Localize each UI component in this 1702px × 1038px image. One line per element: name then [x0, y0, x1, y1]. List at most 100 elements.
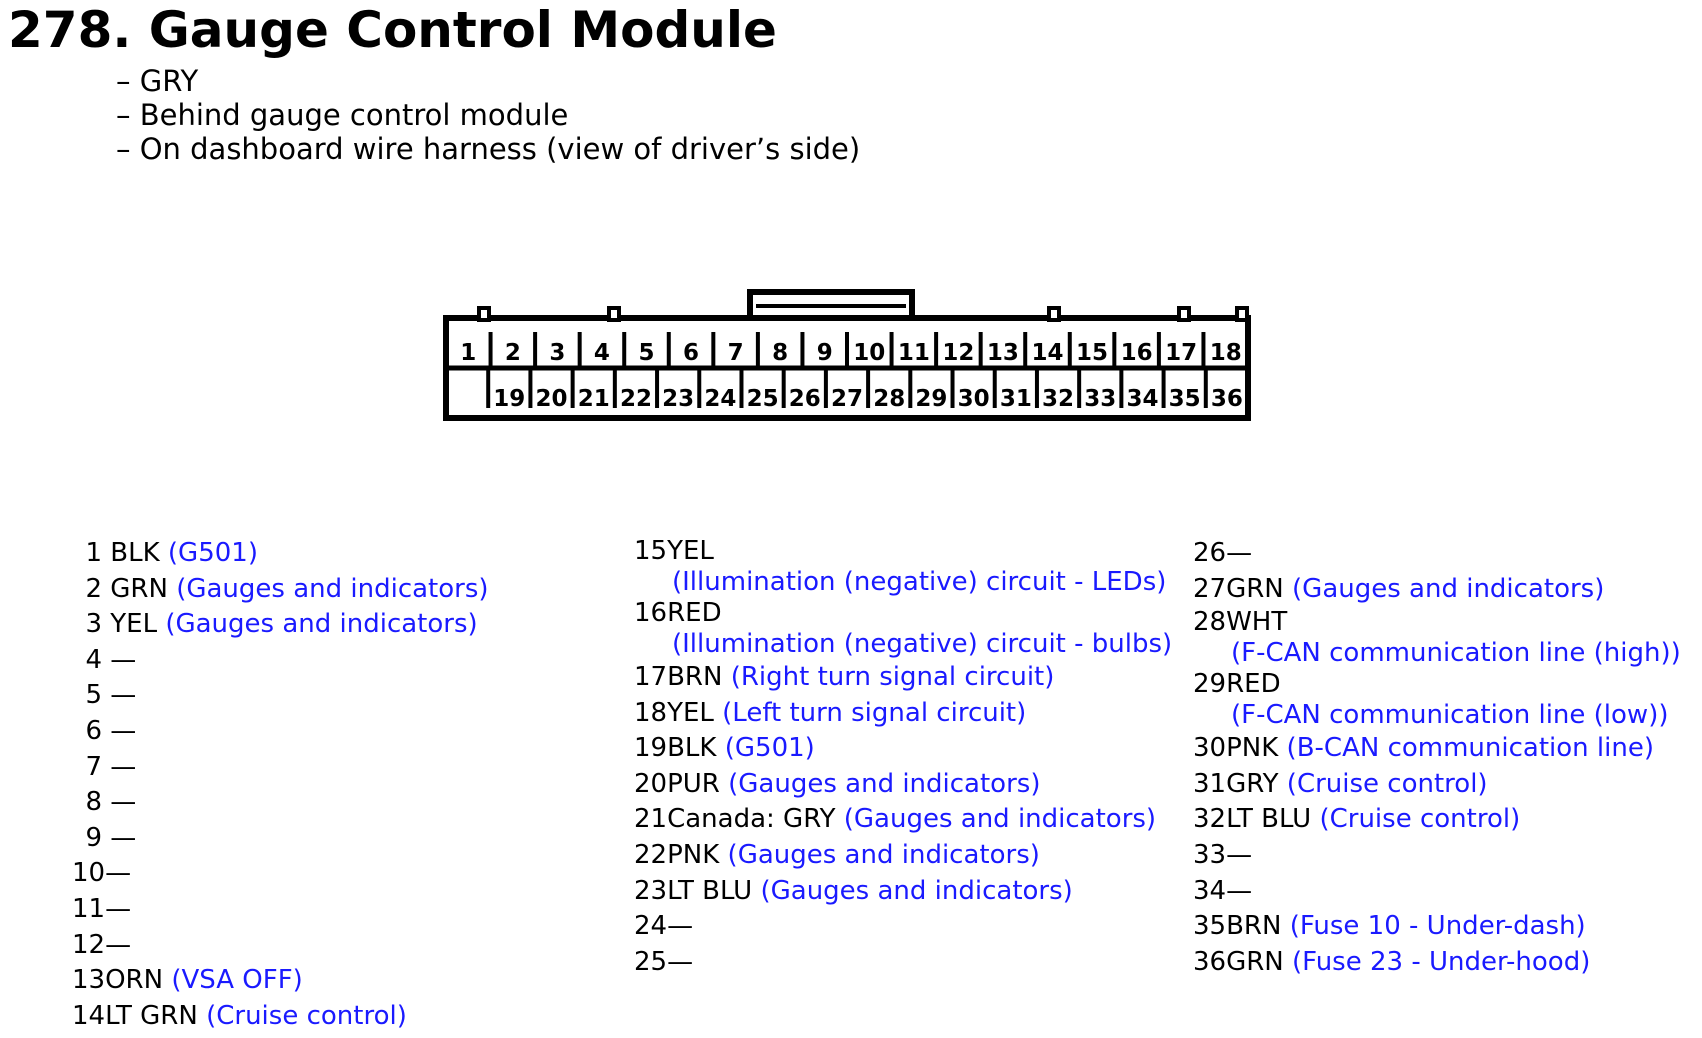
pin-number: 2 — [85, 573, 102, 604]
pin-list-column-3: 26—27GRN (Gauges and indicators)28WHT(F-… — [1193, 536, 1681, 980]
pin-label-25: 25 — [747, 386, 779, 412]
note-location: – Behind gauge control module — [116, 98, 569, 132]
pin-wire-color: GRN — [102, 573, 177, 604]
pin-number: 10 — [72, 858, 106, 889]
pin-number: 18 — [634, 697, 668, 728]
pin-row-20: 20PUR (Gauges and indicators) — [634, 767, 1172, 803]
pin-wire-color: LT BLU — [667, 875, 761, 906]
pin-description: (G501) — [724, 733, 815, 764]
pin-description: (G501) — [167, 538, 258, 568]
pin-description: (Gauges and indicators) — [728, 768, 1041, 799]
pin-number: 12 — [72, 929, 106, 960]
pin-number: 31 — [1193, 768, 1227, 799]
pin-row-34: 34— — [1193, 874, 1681, 910]
pin-row-26: 26— — [1193, 536, 1681, 572]
pin-row-16-desc: (Illumination (negative) circuit - bulbs… — [634, 629, 1172, 660]
pin-number: 4 — [85, 644, 102, 675]
pin-wire-color: — — [102, 680, 137, 711]
pin-description: (Gauges and indicators) — [176, 573, 489, 604]
pin-wire-color: WHT — [1226, 607, 1288, 638]
pin-description: (B-CAN communication line) — [1286, 733, 1654, 764]
pin-label-8: 8 — [772, 340, 788, 366]
pin-label-30: 30 — [958, 386, 990, 412]
pin-row-35: 35BRN (Fuse 10 - Under-dash) — [1193, 909, 1681, 945]
pin-label-29: 29 — [915, 386, 947, 412]
pin-label-9: 9 — [817, 340, 833, 366]
pin-row-10: 10— — [72, 856, 489, 892]
pin-label-7: 7 — [728, 340, 744, 366]
pin-label-32: 32 — [1042, 386, 1074, 412]
pin-wire-color: — — [102, 644, 137, 675]
pin-wire-color: LT BLU — [1226, 804, 1320, 835]
pin-number: 36 — [1193, 946, 1227, 977]
pin-description: (Cruise control) — [1286, 768, 1488, 799]
pin-number: 17 — [634, 662, 668, 692]
pin-label-19: 19 — [493, 386, 525, 412]
pin-number: 33 — [1193, 839, 1227, 870]
pin-label-22: 22 — [620, 386, 652, 412]
pin-wire-color: BLK — [667, 733, 725, 764]
pin-description: (Gauges and indicators) — [760, 875, 1073, 906]
pin-wire-color: — — [105, 858, 132, 889]
pin-row-17: 17BRN (Right turn signal circuit) — [634, 660, 1172, 696]
pin-wire-color: YEL — [667, 697, 723, 728]
pin-number: 35 — [1193, 911, 1227, 942]
pin-number: 24 — [634, 911, 668, 942]
pin-wire-color: — — [105, 893, 132, 924]
pin-row-6: 6 — — [72, 714, 489, 750]
pin-number: 16 — [634, 598, 668, 628]
pin-row-1: 1 BLK (G501) — [72, 536, 489, 572]
pin-label-18: 18 — [1210, 340, 1242, 366]
pin-number: 1 — [85, 538, 102, 568]
pin-row-30: 30PNK (B-CAN communication line) — [1193, 731, 1681, 767]
pin-label-15: 15 — [1076, 340, 1108, 366]
pin-wire-color: — — [102, 715, 137, 746]
pin-description: (Illumination (negative) circuit - bulbs… — [672, 629, 1173, 659]
pin-description: (Gauges and indicators) — [1292, 573, 1605, 604]
pin-row-25: 25— — [634, 945, 1172, 981]
pin-row-15-desc: (Illumination (negative) circuit - LEDs) — [634, 567, 1172, 598]
pin-number: 32 — [1193, 804, 1227, 835]
pin-label-28: 28 — [873, 386, 905, 412]
pin-row-32: 32LT BLU (Cruise control) — [1193, 802, 1681, 838]
pin-label-14: 14 — [1031, 340, 1063, 366]
pin-number: 13 — [72, 965, 106, 996]
pin-wire-color: — — [102, 787, 137, 818]
pin-row-22: 22PNK (Gauges and indicators) — [634, 838, 1172, 874]
pin-number: 23 — [634, 875, 668, 906]
pin-description: (Gauges and indicators) — [165, 609, 478, 640]
pin-wire-color: Canada: GRY — [667, 804, 844, 835]
pin-wire-color: — — [1226, 839, 1253, 870]
connector-key-3 — [1047, 306, 1061, 322]
pin-label-3: 3 — [549, 340, 565, 366]
pin-wire-color: GRN — [1226, 573, 1293, 604]
pin-number: 26 — [1193, 538, 1227, 568]
pin-description: (Left turn signal circuit) — [722, 697, 1027, 728]
pin-wire-color: — — [102, 822, 137, 853]
pin-label-11: 11 — [898, 340, 930, 366]
pin-wire-color: — — [667, 911, 694, 942]
pin-row-13: 13ORN (VSA OFF) — [72, 963, 489, 999]
pin-row-28-desc: (F-CAN communication line (high)) — [1193, 638, 1681, 669]
pin-number: 20 — [634, 768, 668, 799]
pin-list-column-1: 1 BLK (G501)2 GRN (Gauges and indicators… — [72, 536, 489, 1034]
pin-label-33: 33 — [1084, 386, 1116, 412]
pin-label-5: 5 — [638, 340, 654, 366]
pin-number: 14 — [72, 1000, 106, 1031]
note-color: – GRY — [116, 64, 199, 98]
pin-number: 6 — [85, 715, 102, 746]
pin-wire-color: — — [102, 751, 137, 782]
pin-label-24: 24 — [704, 386, 736, 412]
pin-label-10: 10 — [853, 340, 885, 366]
pin-description: (Illumination (negative) circuit - LEDs) — [672, 567, 1167, 597]
pin-list-column-2: 15YEL(Illumination (negative) circuit - … — [634, 536, 1172, 980]
pin-label-17: 17 — [1165, 340, 1197, 366]
pin-row-9: 9 — — [72, 821, 489, 857]
pin-row-3: 3 YEL (Gauges and indicators) — [72, 607, 489, 643]
pin-row-11: 11— — [72, 892, 489, 928]
pin-label-13: 13 — [987, 340, 1019, 366]
connector-key-2 — [607, 306, 621, 322]
pin-row-19: 19BLK (G501) — [634, 731, 1172, 767]
